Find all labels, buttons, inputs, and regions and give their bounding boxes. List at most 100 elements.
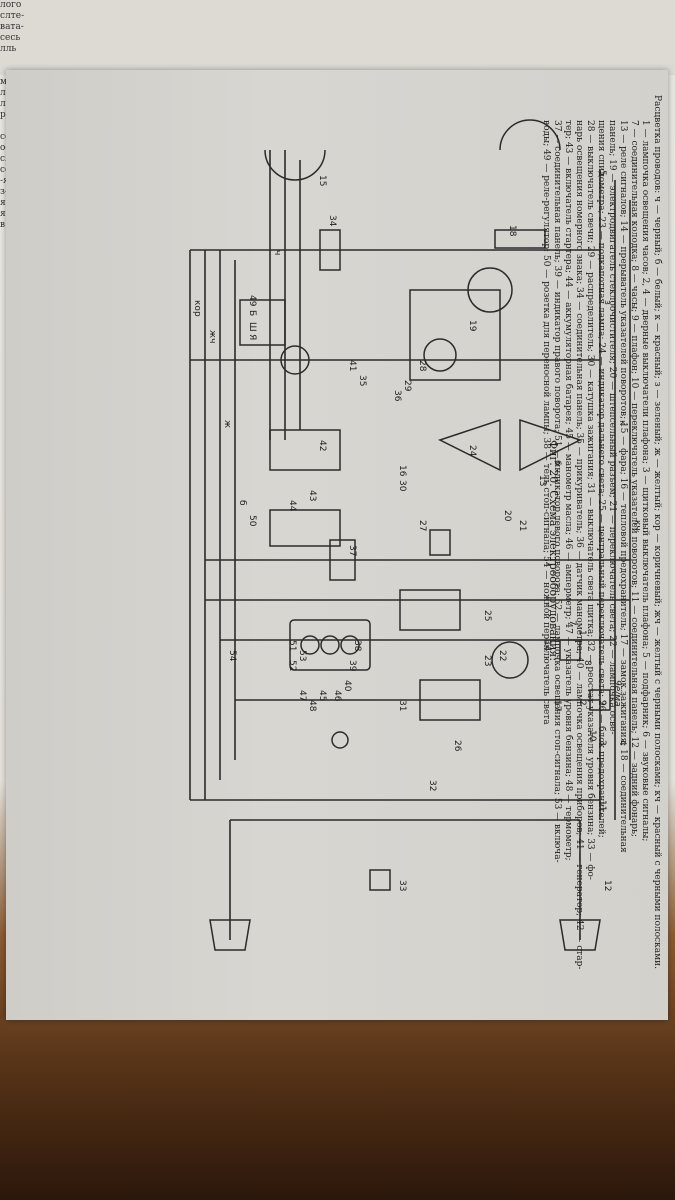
gauge-1 [300,635,320,655]
horn-right [519,418,582,472]
component-number-13: 13 [537,475,547,486]
wire-code-label: з [602,300,612,305]
wire-code-labels: кор жч ж б з к кч ч [192,250,642,531]
wire-bundle [189,150,631,940]
component-number-28: 28 [417,360,427,372]
component-number-20: 20 [502,510,512,522]
component-number-4: 4 [617,740,627,746]
wire-code-label: б [237,500,247,506]
clock [559,639,581,661]
component-number-33: 33 [397,880,407,891]
component-number-44: 44 [287,500,297,512]
connector-panel-18 [494,229,546,249]
battery [269,509,341,547]
component-number-42: 42 [317,440,327,451]
component-number-48: 48 [307,700,317,712]
component-number-32: 32 [427,780,437,791]
component-number-40: 40 [342,680,352,692]
component-number-27: 27 [417,520,427,531]
legend-line: щения спидометра; 23 — подкапотная лампа… [596,120,606,838]
distributor [423,338,457,372]
gauge-3 [340,635,360,655]
component-number-6: 6 [552,460,562,466]
connector-panel-37 [329,539,356,581]
horn-left [438,418,501,472]
component-number-35: 35 [357,375,367,386]
legend-line: 37 — соединительная панель; 39 — индикат… [552,120,562,863]
manual-page [6,70,668,1020]
component-number-7: 7 [567,620,577,626]
component-number-21: 21 [517,520,527,531]
wire-code-label: кч [632,520,642,531]
legend-line: 1 — лампочка освещения часов; 2, 4 — две… [640,120,650,842]
wire-code-label: жч [207,330,217,343]
relay-regulator [239,299,286,346]
wire-color-key: Расцветка проводов: ч — черный; б — белы… [652,95,662,969]
regulator-terminal-label: Я [247,334,257,340]
component-number-26: 26 [452,740,462,752]
light-switch [399,589,461,631]
component-number-19: 19 [467,320,477,332]
component-number-41: 41 [347,360,357,371]
instrument-cluster [289,619,371,671]
component-number-38: 38 [352,640,362,652]
component-number-11: 11 [597,800,607,811]
component-number-43: 43 [307,490,317,501]
component-number-5: 5 [597,170,607,176]
component-number-1: 1 [577,630,587,636]
component-number-34: 34 [327,215,337,227]
legend-line: тер; 43 — включатель стартера; 44 — акку… [563,120,573,861]
previous-page-edge: лого слте- вата- сесь лль мы ло лд- рм. … [0,0,675,230]
plate-lamp [369,869,391,891]
legend-line: нарь освещения номерного знака; 34 — сое… [574,120,584,970]
component-number-25: 25 [482,610,492,621]
component-number-15: 15 [317,175,327,186]
connector-panel-27 [429,529,451,556]
component-number-16: 16 [397,465,407,477]
generator [280,345,310,375]
component-number-54: 54 [227,650,237,662]
legend-line: 7 — соединительная колодка; 8 — часы; 9 … [629,120,639,837]
stop-switch [331,731,349,749]
legend-line: 28 — выключатель свечи; 29 — распределит… [585,120,595,880]
wire-code-label: ж [222,420,232,428]
component-number-50: 50 [247,515,257,527]
ignition-coil-block [409,289,501,381]
component-number-3: 3 [597,740,607,746]
component-number-46: 46 [332,690,342,702]
tail-lamp-right [559,919,601,951]
component-number-22: 22 [497,650,507,661]
fuse-block [419,679,481,721]
component-number-12: 12 [602,880,612,891]
legend-line: воды; 49 — реле-регулятор; 50 — розетка … [541,120,551,725]
component-number-2: 2 [577,700,587,706]
component-number-14: 14 [542,640,552,652]
component-number-53: 53 [297,650,307,661]
regulator-terminal-label: Ш [247,322,257,332]
headlamp-left [264,149,326,181]
component-number-10: 10 [587,730,597,742]
handwritten-note: 9ё/ма [612,680,622,707]
component-number-18: 18 [507,225,517,237]
component-number-45: 45 [317,690,327,701]
component-number-9: 9 [597,700,607,706]
wire-code-label: кор [192,300,202,317]
wire-code-label: ч [272,250,282,255]
tail-lamp-left [209,919,251,951]
figure-legend: 1 — лампочка освещения часов; 2, 4 — две… [540,120,650,1020]
connector-panel-34 [319,229,341,271]
component-number-24: 24 [467,445,477,457]
component-number-8: 8 [582,660,592,666]
gauge-2 [320,635,340,655]
component-number-47: 47 [297,690,307,701]
wire-code-label: к [617,420,627,426]
component-number-29: 29 [402,380,412,392]
component-number-39: 39 [347,660,357,672]
component-number-30: 30 [397,480,407,492]
component-number-37: 37 [347,545,357,556]
component-number-23: 23 [482,655,492,666]
component-number-17: 17 [552,700,562,711]
component-number-52: 52 [287,660,297,671]
